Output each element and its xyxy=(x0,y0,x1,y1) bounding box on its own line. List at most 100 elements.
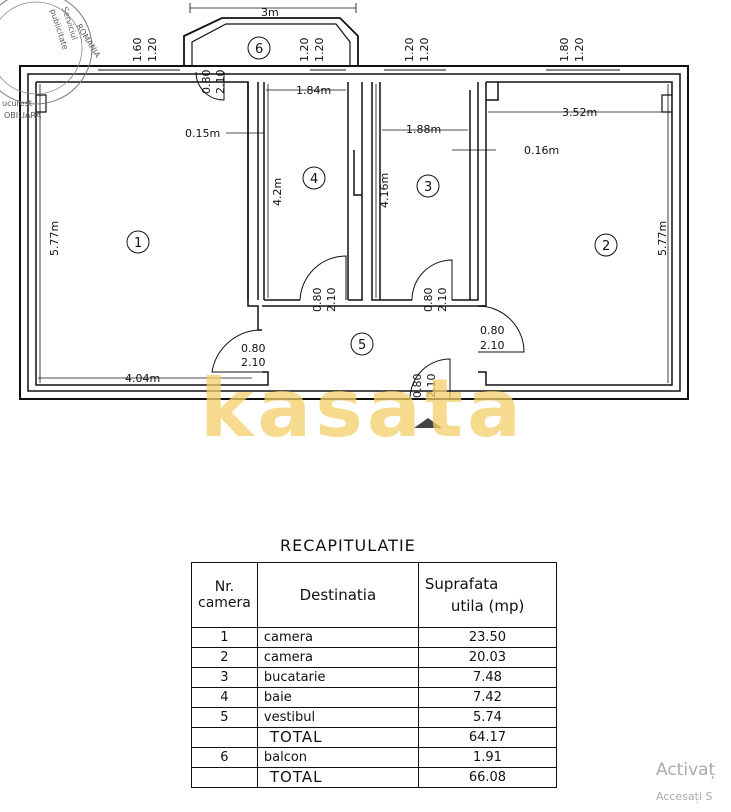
stamp-line5: OBILIARA xyxy=(4,111,42,120)
dim-room2-width: 3.52m xyxy=(562,106,597,119)
dim-window-mid-w: 1.20 xyxy=(313,38,326,63)
table-row: 3 bucatarie 7.48 xyxy=(191,667,558,688)
door3-arc xyxy=(411,259,453,301)
recap-header-row: Nr. camera Destinatia Suprafata utila (m… xyxy=(191,562,558,628)
row-area: 23.50 xyxy=(417,627,558,648)
dim-line-3m xyxy=(189,3,357,13)
room4-walls xyxy=(247,82,363,301)
entry-arrow-icon xyxy=(414,418,442,428)
total-row: TOTAL 64.17 xyxy=(191,727,558,748)
header-destinatia: Destinatia xyxy=(256,562,419,628)
grand-total-area: 66.08 xyxy=(417,767,558,788)
dim-door1-h: 2.10 xyxy=(241,356,266,369)
activation-notice-title: Activaț xyxy=(656,760,716,780)
room2-step xyxy=(661,94,672,113)
header-suprafata: Suprafata utila (mp) xyxy=(417,562,558,628)
dim-door3-w: 0.80 xyxy=(422,288,435,313)
dim-window-right-h: 1.80 xyxy=(558,38,571,63)
table-row: 4 baie 7.42 xyxy=(191,687,558,708)
balcony-row: 6 balcon 1.91 xyxy=(191,747,558,768)
grand-total-row: TOTAL 66.08 xyxy=(191,767,558,788)
window-left xyxy=(98,65,180,75)
total-area: 64.17 xyxy=(417,727,558,748)
room4-circle xyxy=(302,166,326,190)
dim-room3-height: 4.16m xyxy=(378,173,391,208)
window-mid xyxy=(310,65,346,75)
dim-room4-width: 1.84m xyxy=(296,84,331,97)
dim-3m: 3m xyxy=(261,6,279,19)
room3-label: 3 xyxy=(424,180,432,195)
row-dest: vestibul xyxy=(256,707,419,728)
room2-circle xyxy=(594,233,618,257)
balcony-outline xyxy=(183,17,359,66)
room1-circle xyxy=(126,230,150,254)
door4-arc xyxy=(299,255,347,301)
room5-label: 5 xyxy=(358,338,366,353)
row-dest: baie xyxy=(256,687,419,708)
door-entry-arc xyxy=(409,358,451,400)
row-dest: bucatarie xyxy=(256,667,419,688)
room1-label: 1 xyxy=(134,236,142,251)
table-row: 2 camera 20.03 xyxy=(191,647,558,668)
balcony-area: 1.91 xyxy=(417,747,558,768)
row-area: 7.42 xyxy=(417,687,558,708)
window-c xyxy=(384,65,446,75)
row-nr: 2 xyxy=(191,647,258,668)
grand-total-label: TOTAL xyxy=(256,767,419,788)
row-dest: camera xyxy=(256,647,419,668)
row-nr: 4 xyxy=(191,687,258,708)
room4-label: 4 xyxy=(310,172,318,187)
room6-circle xyxy=(247,36,271,60)
header-nr: Nr. camera xyxy=(191,562,258,628)
dim-window-right-w: 1.20 xyxy=(573,38,586,63)
floor-plan: 3m 1.60 1.20 1.20 1.20 1.20 1.20 1.80 1.… xyxy=(0,0,689,428)
row-area: 7.48 xyxy=(417,667,558,688)
stamp-circle-inner xyxy=(0,1,83,95)
row-area: 20.03 xyxy=(417,647,558,668)
dim-door4-h: 2.10 xyxy=(325,288,338,313)
room2-walls xyxy=(478,81,673,386)
dim-entry-h: 2.10 xyxy=(425,374,438,399)
header-nr-line2: camera xyxy=(198,595,251,611)
dim-door2-w: 0.80 xyxy=(480,324,505,337)
stamp-line4: ucurest xyxy=(2,99,32,108)
dim-window-left-w: 1.20 xyxy=(146,38,159,63)
row-nr: 5 xyxy=(191,707,258,728)
dim-wall-015: 0.15m xyxy=(185,127,220,140)
recap-title: RECAPITULATIE xyxy=(280,536,416,555)
dim-door4-w: 0.80 xyxy=(311,288,324,313)
dim-door2-h: 2.10 xyxy=(480,339,505,352)
dim-room1-width: 4.04m xyxy=(125,372,160,385)
dim-room1-height: 5.77m xyxy=(48,221,61,256)
outer-wall-outer xyxy=(19,65,689,400)
dim-door-balcony-h: 2.10 xyxy=(214,70,227,95)
balcony-inner xyxy=(191,23,351,66)
table-row: 1 camera 23.50 xyxy=(191,627,558,648)
room5-circle xyxy=(350,332,374,356)
room6-label: 6 xyxy=(255,42,263,57)
grand-total-nr xyxy=(191,767,258,788)
row-area: 5.74 xyxy=(417,707,558,728)
room1-outline xyxy=(35,81,262,386)
header-suprafata-line2: utila (mp) xyxy=(450,597,525,615)
dim-room2-height: 5.77m xyxy=(656,221,669,256)
room2-label: 2 xyxy=(602,239,610,254)
dim-door1-w: 0.80 xyxy=(241,342,266,355)
room3-walls xyxy=(371,82,479,301)
dim-window-c-w: 1.20 xyxy=(418,38,431,63)
dim-room3-width: 1.88m xyxy=(406,123,441,136)
dim-room4-height: 4.2m xyxy=(271,178,284,206)
recap-table: Nr. camera Destinatia Suprafata utila (m… xyxy=(191,562,558,788)
outer-wall-inner xyxy=(27,73,681,392)
dim-window-mid-h: 1.20 xyxy=(298,38,311,63)
balcony-dest: balcon xyxy=(256,747,419,768)
corridor-walls xyxy=(255,305,500,386)
door2-arc xyxy=(477,305,525,353)
header-nr-line1: Nr. xyxy=(214,579,235,595)
dim-entry-w: 0.80 xyxy=(411,374,424,399)
stamp-circle xyxy=(0,0,93,105)
row-nr: 1 xyxy=(191,627,258,648)
dim-window-left-h: 1.60 xyxy=(131,38,144,63)
dim-window-c-h: 1.20 xyxy=(403,38,416,63)
total-label: TOTAL xyxy=(256,727,419,748)
